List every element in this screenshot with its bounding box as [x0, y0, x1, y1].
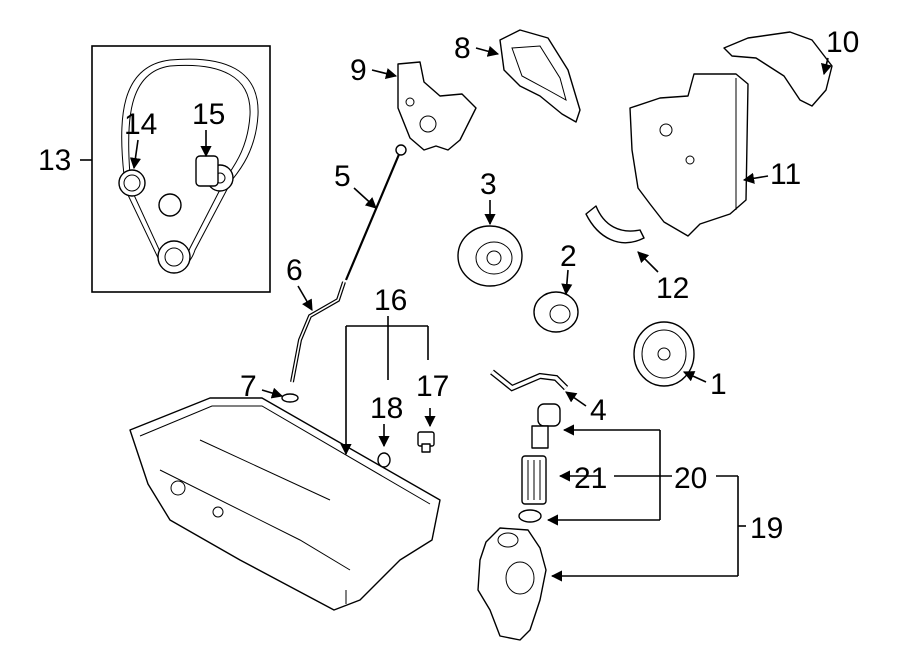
filter-o-ring: [518, 509, 542, 523]
callout-17: 17: [416, 370, 449, 403]
callout-13: 13: [38, 144, 71, 177]
callout-3: 3: [480, 168, 497, 201]
callout-labels: 1 2 3 4 5 6 7 8 9 10 11 12 13 14 15 16 1…: [38, 26, 859, 545]
drain-plug: [417, 431, 435, 453]
callout-4: 4: [590, 394, 607, 427]
timing-belt-inset: [91, 45, 271, 293]
callout-2: 2: [560, 240, 577, 273]
callout-6: 6: [286, 254, 303, 287]
right-upper-cover: [723, 31, 833, 107]
callout-19: 19: [750, 512, 783, 545]
dipstick: [344, 144, 407, 281]
oil-filter-element: [521, 455, 547, 505]
callout-11: 11: [770, 158, 801, 191]
callout-5: 5: [334, 160, 351, 193]
o-ring-7: [281, 393, 299, 403]
timing-cover-plate: [397, 61, 477, 151]
crank-pulley: [633, 321, 695, 387]
callout-21: 21: [574, 462, 607, 495]
oil-pump: [457, 225, 523, 287]
oil-seal: [585, 205, 645, 244]
callout-16: 16: [374, 284, 407, 317]
dipstick-tube: [290, 281, 346, 383]
callout-18: 18: [370, 392, 403, 425]
callout-12: 12: [656, 272, 689, 305]
callout-20: 20: [674, 462, 707, 495]
timing-cover-large: [629, 73, 749, 237]
callout-8: 8: [454, 32, 471, 65]
callout-9: 9: [350, 54, 367, 87]
callout-10: 10: [826, 26, 859, 59]
sprocket: [533, 291, 579, 333]
oil-filter-housing: [477, 527, 547, 641]
callout-1: 1: [710, 368, 727, 401]
oil-filter-cap: [531, 403, 561, 449]
drain-washer: [377, 452, 391, 468]
upper-timing-cover: [499, 29, 581, 123]
callout-7: 7: [240, 370, 257, 403]
callout-14: 14: [124, 108, 157, 141]
leader-lines: [80, 45, 832, 582]
oil-pan: [129, 397, 441, 611]
callout-15: 15: [192, 98, 225, 131]
